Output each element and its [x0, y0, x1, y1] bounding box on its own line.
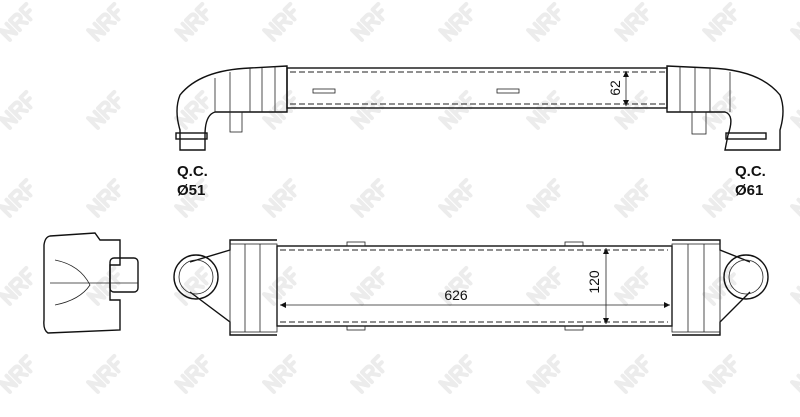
front-bracket [564, 241, 584, 247]
dim-626-label: 626 [444, 287, 468, 303]
nrf-watermark-logo [262, 1, 297, 42]
nrf-watermark-logo [174, 177, 209, 218]
left-connection-diameter: Ø51 [177, 182, 205, 199]
nrf-watermark-logo [702, 1, 737, 42]
front-right-tank-grid [671, 243, 721, 333]
nrf-watermark-logo [438, 353, 473, 394]
side-view [43, 232, 139, 334]
nrf-watermark-logo [702, 353, 737, 394]
watermark-layer [0, 1, 800, 394]
right-connection-type: Q.C. [735, 163, 766, 180]
nrf-watermark-logo [86, 89, 121, 130]
nrf-watermark-logo [702, 177, 737, 218]
nrf-watermark-logo [614, 353, 649, 394]
nrf-watermark-logo [790, 353, 800, 394]
dim-62-label: 62 [607, 80, 623, 96]
left-outlet-seal [175, 132, 208, 140]
nrf-watermark-logo [438, 1, 473, 42]
top-left-tank [176, 65, 288, 151]
left-inlet-inner [178, 259, 214, 295]
nrf-watermark-logo [0, 353, 33, 394]
nrf-watermark-logo [86, 353, 121, 394]
right-connection-diameter: Ø61 [735, 182, 763, 199]
nrf-watermark-logo [790, 265, 800, 306]
nrf-watermark-logo [350, 265, 385, 306]
nrf-watermark-logo [526, 265, 561, 306]
nrf-watermark-logo [614, 89, 649, 130]
nrf-watermark-logo [614, 177, 649, 218]
nrf-watermark-logo [0, 1, 33, 42]
nrf-watermark-logo [86, 177, 121, 218]
right-outlet-seal [725, 132, 767, 140]
left-inlet-port [173, 254, 219, 300]
nrf-watermark-logo [86, 265, 121, 306]
nrf-watermark-logo [526, 177, 561, 218]
nrf-watermark-logo [174, 353, 209, 394]
nrf-watermark-logo [350, 89, 385, 130]
nrf-watermark-logo [262, 353, 297, 394]
left-mount-tab [229, 111, 243, 133]
front-bracket [346, 241, 366, 247]
nrf-watermark-logo [526, 89, 561, 130]
nrf-watermark-logo [174, 89, 209, 130]
front-bracket [346, 325, 366, 331]
nrf-watermark-logo [790, 177, 800, 218]
nrf-watermark-logo [526, 353, 561, 394]
side-duct-curve [54, 259, 91, 306]
front-bracket [564, 325, 584, 331]
nrf-watermark-logo [438, 265, 473, 306]
nrf-watermark-logo [262, 177, 297, 218]
dim-120-label: 120 [586, 270, 602, 294]
nrf-watermark-logo [790, 89, 800, 130]
front-core [276, 245, 673, 327]
top-right-tank [666, 65, 784, 151]
nrf-watermark-logo [438, 177, 473, 218]
front-left-tank-grid [229, 243, 278, 333]
front-view: 626 120 [173, 239, 769, 336]
nrf-watermark-logo [0, 265, 33, 306]
nrf-watermark-logo [614, 265, 649, 306]
nrf-watermark-logo [350, 177, 385, 218]
nrf-watermark-logo [438, 89, 473, 130]
top-view: 62 Q.C. Ø51 Q.C. Ø61 [175, 65, 784, 199]
right-mount-tab [691, 111, 707, 135]
nrf-watermark-logo [350, 353, 385, 394]
side-outlet-pipe [109, 257, 139, 293]
top-bracket-slot [496, 88, 520, 94]
nrf-watermark-logo [86, 1, 121, 42]
right-outlet-inner [728, 259, 764, 295]
nrf-watermark-logo [526, 1, 561, 42]
left-connection-type: Q.C. [177, 163, 208, 180]
nrf-watermark-logo [790, 1, 800, 42]
right-outlet-port [723, 254, 769, 300]
nrf-watermark-logo [702, 265, 737, 306]
nrf-watermark-logo [262, 265, 297, 306]
nrf-watermark-logo [0, 89, 33, 130]
top-bracket-slot [312, 88, 336, 94]
nrf-watermark-logo [174, 1, 209, 42]
nrf-watermark-logo [614, 1, 649, 42]
nrf-watermark-logo [0, 177, 33, 218]
nrf-watermark-logo [702, 89, 737, 130]
nrf-watermark-logo [350, 1, 385, 42]
nrf-watermark-logo [262, 89, 297, 130]
